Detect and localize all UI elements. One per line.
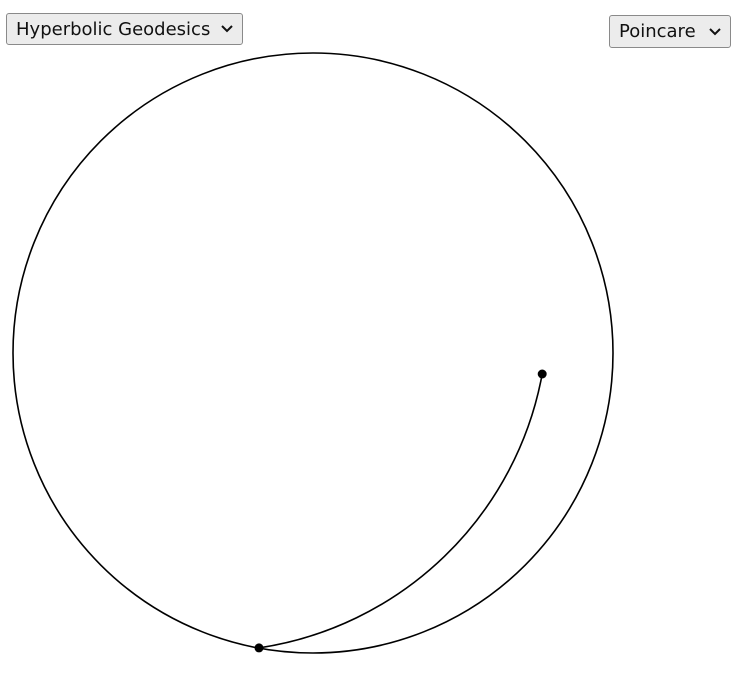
geodesic-arc: [258, 373, 543, 649]
model-select-value: Poincare: [619, 21, 696, 42]
model-select[interactable]: Poincare: [609, 15, 731, 48]
demo-select-value: Hyperbolic Geodesics: [16, 18, 211, 40]
chevron-down-icon: [220, 24, 234, 34]
chevron-down-icon: [708, 27, 722, 37]
poincare-disk-boundary: [12, 52, 614, 654]
point-a[interactable]: [537, 369, 547, 379]
demo-select[interactable]: Hyperbolic Geodesics: [6, 13, 243, 45]
point-b[interactable]: [254, 643, 264, 653]
